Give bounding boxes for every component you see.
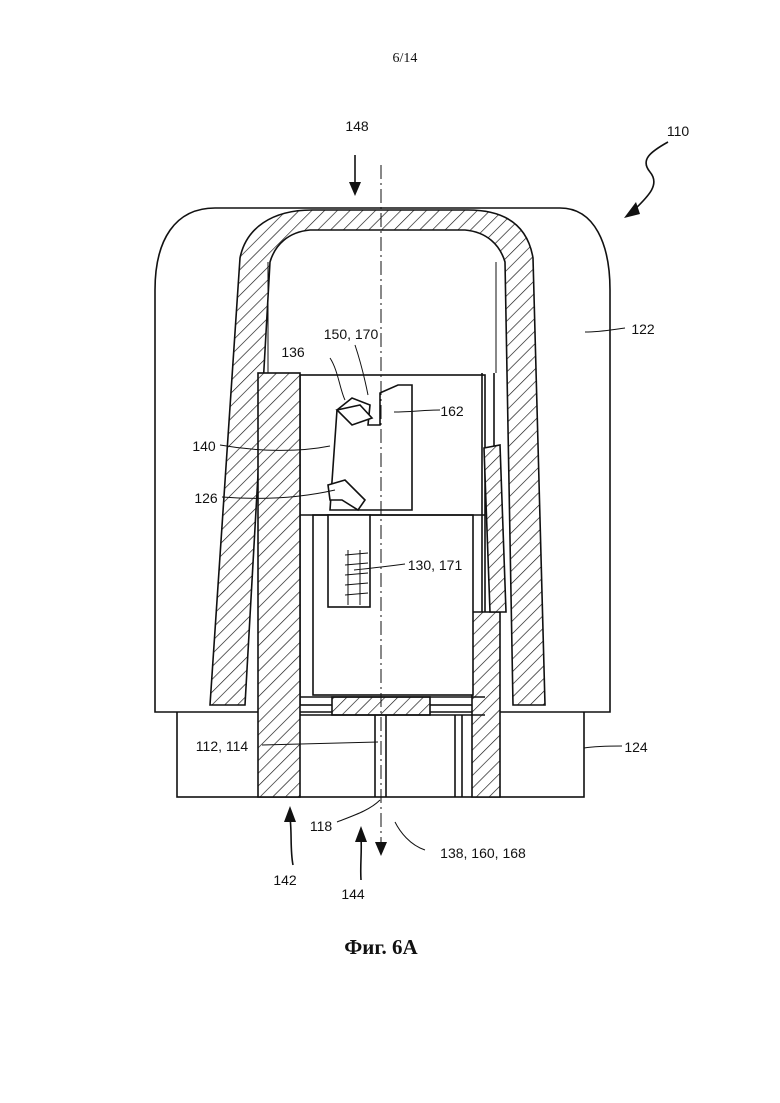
label-144: 144 (341, 886, 365, 902)
label-112-114: 112, 114 (196, 738, 249, 754)
page-number: 6/14 (393, 51, 418, 66)
label-162: 162 (440, 403, 464, 419)
arrow-148 (349, 155, 361, 196)
label-118: 118 (310, 818, 333, 834)
label-140: 140 (192, 438, 216, 454)
label-150-170: 150, 170 (324, 326, 379, 342)
left-wall (258, 373, 300, 797)
label-138-160-168: 138, 160, 168 (440, 845, 526, 861)
label-124: 124 (624, 739, 648, 755)
right-wall (472, 612, 500, 797)
arrow-144 (355, 826, 367, 880)
label-148: 148 (345, 118, 369, 134)
axis-arrow (375, 842, 387, 856)
label-122: 122 (631, 321, 655, 337)
figure-caption: Фиг. 6A (344, 935, 418, 959)
label-130-171: 130, 171 (408, 557, 463, 573)
label-142: 142 (273, 872, 297, 888)
label-126: 126 (194, 490, 218, 506)
arrow-142 (284, 806, 296, 865)
arrow-110 (624, 142, 668, 218)
label-110: 110 (667, 123, 690, 139)
figure-6a-drawing (155, 142, 668, 880)
label-136: 136 (281, 344, 305, 360)
